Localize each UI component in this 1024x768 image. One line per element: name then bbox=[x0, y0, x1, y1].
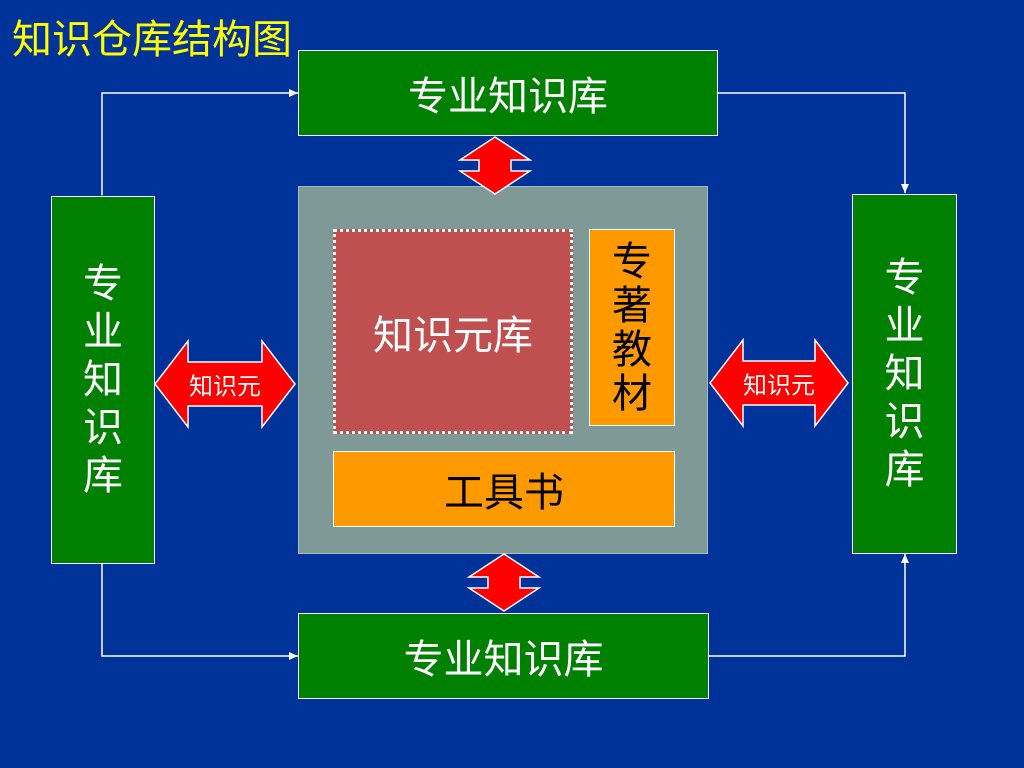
connector-bottom-right bbox=[700, 554, 909, 660]
left-library-box: 专业知识库 bbox=[51, 196, 155, 564]
right-double-arrow bbox=[709, 337, 849, 429]
right-arrow-label: 知识元 bbox=[743, 371, 815, 400]
connector-bottom-left bbox=[98, 555, 298, 660]
monograph-textbook-box: 专著教材 bbox=[589, 229, 675, 426]
diagram-title: 知识仓库结构图 bbox=[12, 17, 292, 63]
bottom-library-label: 专业知识库 bbox=[403, 637, 604, 683]
reference-book-box: 工具书 bbox=[333, 451, 675, 527]
right-library-label: 专业知识库 bbox=[884, 255, 925, 493]
right-library-box: 专业知识库 bbox=[852, 194, 957, 554]
monograph-textbook-label: 专著教材 bbox=[612, 238, 652, 417]
connector-top-left bbox=[98, 89, 298, 204]
left-double-arrow bbox=[154, 338, 296, 430]
left-library-label: 专业知识库 bbox=[83, 261, 123, 499]
connector-top-right bbox=[709, 89, 909, 193]
knowledge-unit-library: 知识元库 bbox=[333, 229, 573, 434]
left-arrow-label: 知识元 bbox=[189, 372, 261, 401]
bottom-double-arrow bbox=[466, 553, 542, 612]
bottom-library-box: 专业知识库 bbox=[298, 613, 709, 699]
top-double-arrow bbox=[457, 136, 533, 195]
top-library-label: 专业知识库 bbox=[408, 74, 608, 120]
top-library-box: 专业知识库 bbox=[298, 50, 718, 136]
